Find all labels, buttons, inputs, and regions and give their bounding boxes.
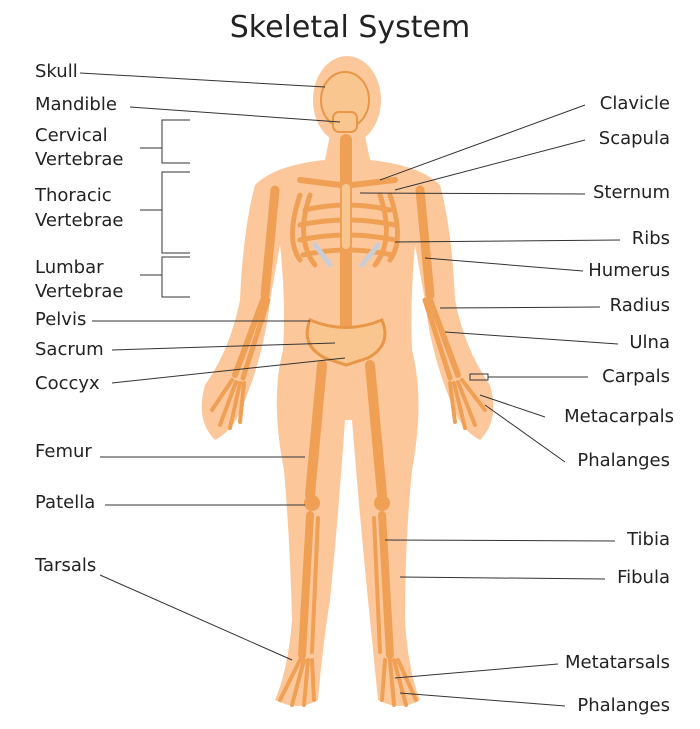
left-foot bbox=[278, 658, 316, 707]
label-coccyx: Coccyx bbox=[35, 373, 100, 394]
label-metacarpals: Metacarpals bbox=[564, 406, 674, 427]
label-ribs: Ribs bbox=[631, 228, 670, 249]
leader-lines bbox=[79, 72, 621, 707]
label-thoracic-1: Thoracic bbox=[35, 185, 112, 206]
right-radius bbox=[427, 297, 461, 378]
label-tarsals: Tarsals bbox=[35, 555, 97, 576]
right-patella bbox=[374, 495, 390, 511]
label-lumbar-1: Lumbar bbox=[35, 257, 104, 278]
skeleton-bones bbox=[210, 71, 487, 707]
left-clavicle bbox=[297, 177, 343, 188]
label-scapula: Scapula bbox=[598, 128, 670, 149]
left-tibia bbox=[298, 511, 314, 659]
right-clavicle bbox=[349, 177, 398, 188]
left-femur bbox=[305, 360, 327, 500]
label-humerus: Humerus bbox=[588, 260, 670, 281]
right-fibula bbox=[372, 516, 382, 654]
label-clavicle: Clavicle bbox=[599, 93, 670, 114]
right-femur bbox=[365, 360, 387, 500]
label-cervical-2: Vertebrae bbox=[35, 149, 124, 170]
label-carpals: Carpals bbox=[602, 366, 670, 387]
right-hand bbox=[448, 378, 487, 430]
rib-shadows bbox=[312, 242, 381, 268]
label-sacrum: Sacrum bbox=[35, 339, 104, 360]
left-ulna bbox=[240, 297, 271, 381]
left-humerus bbox=[260, 185, 280, 300]
label-hand-phalanges: Phalanges bbox=[577, 450, 670, 471]
label-fibula: Fibula bbox=[617, 567, 670, 588]
label-radius: Radius bbox=[609, 295, 670, 316]
label-lumbar-2: Vertebrae bbox=[35, 281, 124, 302]
right-ulna bbox=[422, 297, 453, 381]
left-radius bbox=[232, 297, 266, 378]
label-skull: Skull bbox=[35, 61, 78, 82]
label-patella: Patella bbox=[35, 492, 96, 513]
label-femur: Femur bbox=[35, 441, 92, 462]
label-ulna: Ulna bbox=[629, 332, 670, 353]
label-thoracic-2: Vertebrae bbox=[35, 210, 124, 231]
left-fibula bbox=[310, 516, 320, 654]
left-patella bbox=[304, 495, 320, 511]
label-mandible: Mandible bbox=[35, 94, 117, 115]
right-foot bbox=[380, 658, 418, 707]
left-hand bbox=[210, 378, 246, 430]
label-tibia: Tibia bbox=[627, 529, 670, 550]
label-foot-phalanges: Phalanges bbox=[577, 695, 670, 716]
label-pelvis: Pelvis bbox=[35, 309, 87, 330]
label-metatarsals: Metatarsals bbox=[565, 652, 670, 673]
right-tibia bbox=[378, 511, 394, 659]
label-cervical-1: Cervical bbox=[35, 125, 108, 146]
label-sternum: Sternum bbox=[593, 182, 670, 203]
right-humerus bbox=[415, 185, 435, 300]
diagram-title: Skeletal System bbox=[229, 10, 471, 45]
